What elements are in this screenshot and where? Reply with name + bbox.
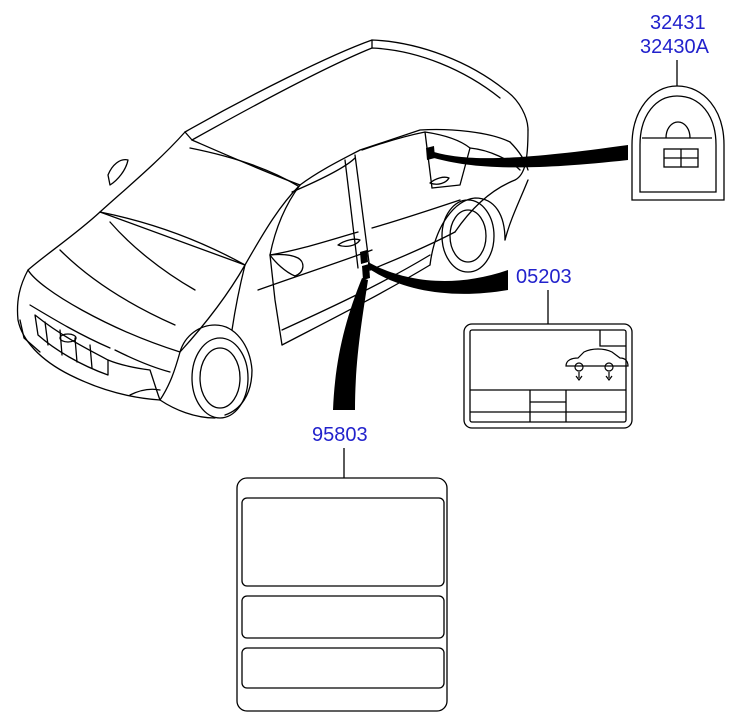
callout-lines [343,60,678,478]
part-number-32430A[interactable]: 32430A [640,36,709,58]
tire-pressure-icon [565,348,629,381]
vin-label [236,477,448,712]
part-number-32431[interactable]: 32431 [650,12,706,34]
oval-placard [631,85,725,201]
leader-wedges [333,145,628,410]
part-number-05203[interactable]: 05203 [516,266,572,288]
label-markers [360,146,435,280]
car-outline [16,39,529,419]
part-number-95803[interactable]: 95803 [312,424,368,446]
emission-label [463,323,633,429]
